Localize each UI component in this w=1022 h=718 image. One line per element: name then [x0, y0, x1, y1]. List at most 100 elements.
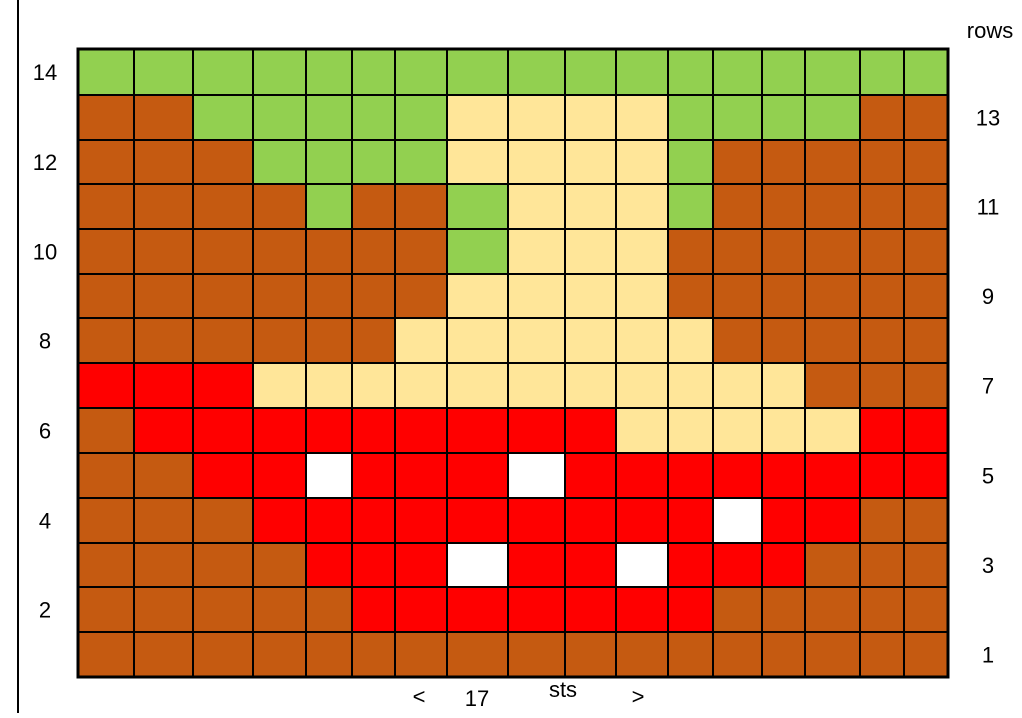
stitch-cell-r14-c15 — [805, 49, 860, 95]
stitch-cell-r3-c10 — [565, 543, 616, 587]
stitch-cell-r7-c16 — [860, 363, 904, 408]
stitch-cell-r11-c16 — [860, 184, 904, 229]
stitch-cell-r3-c4 — [253, 543, 306, 587]
stitch-cell-r5-c12 — [668, 453, 713, 498]
stitch-cell-r7-c11 — [616, 363, 668, 408]
stitch-cell-r12-c6 — [352, 140, 395, 184]
stitch-cell-r9-c5 — [306, 274, 352, 318]
stitch-cell-r4-c2 — [134, 498, 193, 543]
stitch-cell-r9-c3 — [193, 274, 253, 318]
stitch-cell-r9-c11 — [616, 274, 668, 318]
right-row-labels: 131197531 — [976, 106, 1000, 668]
stitch-cell-r1-c6 — [352, 632, 395, 677]
stitch-cell-r13-c12 — [668, 95, 713, 140]
stitch-cell-r5-c4 — [253, 453, 306, 498]
stitch-cell-r6-c9 — [508, 408, 565, 453]
stitch-cell-r6-c12 — [668, 408, 713, 453]
stitch-cell-r12-c9 — [508, 140, 565, 184]
stitch-cell-r8-c12 — [668, 318, 713, 363]
stitch-cell-r12-c4 — [253, 140, 306, 184]
stitch-cell-r9-c7 — [395, 274, 447, 318]
stitch-cell-r1-c12 — [668, 632, 713, 677]
stitch-cell-r1-c16 — [860, 632, 904, 677]
row-label-12: 12 — [33, 150, 57, 175]
stitch-cell-r13-c16 — [860, 95, 904, 140]
stitch-cell-r10-c3 — [193, 229, 253, 274]
stitch-cell-r7-c7 — [395, 363, 447, 408]
stitch-cell-r4-c15 — [805, 498, 860, 543]
stitch-cell-r1-c8 — [447, 632, 508, 677]
stitch-cell-r8-c11 — [616, 318, 668, 363]
stitch-cell-r5-c8 — [447, 453, 508, 498]
stitch-cell-r13-c5 — [306, 95, 352, 140]
stitch-cell-r11-c4 — [253, 184, 306, 229]
stitch-cell-r13-c7 — [395, 95, 447, 140]
stitch-cell-r5-c16 — [860, 453, 904, 498]
stitch-cell-r8-c3 — [193, 318, 253, 363]
stitch-cell-r4-c14 — [762, 498, 805, 543]
stitch-cell-r11-c15 — [805, 184, 860, 229]
stitch-cell-r12-c10 — [565, 140, 616, 184]
stitch-cell-r1-c7 — [395, 632, 447, 677]
stitch-cell-r10-c9 — [508, 229, 565, 274]
stitch-cell-r4-c9 — [508, 498, 565, 543]
stitch-cell-r11-c6 — [352, 184, 395, 229]
stitch-cell-r8-c16 — [860, 318, 904, 363]
stitch-cell-r11-c1 — [78, 184, 134, 229]
stitch-cell-r1-c11 — [616, 632, 668, 677]
stitch-cell-r1-c1 — [78, 632, 134, 677]
row-label-5: 5 — [982, 464, 994, 489]
row-label-13: 13 — [976, 106, 1000, 131]
row-label-14: 14 — [33, 60, 57, 85]
stitch-cell-r14-c14 — [762, 49, 805, 95]
stitch-cell-r7-c1 — [78, 363, 134, 408]
stitch-cell-r7-c12 — [668, 363, 713, 408]
stitch-cell-r12-c5 — [306, 140, 352, 184]
stitch-cell-r14-c12 — [668, 49, 713, 95]
stitch-cell-r3-c5 — [306, 543, 352, 587]
stitch-cell-r14-c3 — [193, 49, 253, 95]
stitch-cell-r2-c11 — [616, 587, 668, 632]
stitch-cell-r1-c2 — [134, 632, 193, 677]
stitch-cell-r4-c8 — [447, 498, 508, 543]
stitch-cell-r1-c3 — [193, 632, 253, 677]
stitch-cell-r4-c4 — [253, 498, 306, 543]
stitch-cell-r11-c7 — [395, 184, 447, 229]
stitch-cell-r2-c1 — [78, 587, 134, 632]
stitch-cell-r7-c6 — [352, 363, 395, 408]
stitch-cell-r4-c12 — [668, 498, 713, 543]
stitch-cell-r13-c1 — [78, 95, 134, 140]
stitch-cell-r6-c5 — [306, 408, 352, 453]
stitch-cell-r7-c15 — [805, 363, 860, 408]
row-label-3: 3 — [982, 553, 994, 578]
stitch-cell-r14-c10 — [565, 49, 616, 95]
stitch-cell-r2-c17 — [904, 587, 948, 632]
stitch-cell-r3-c14 — [762, 543, 805, 587]
stitch-cell-r2-c4 — [253, 587, 306, 632]
stitch-cell-r8-c7 — [395, 318, 447, 363]
stitch-cell-r9-c14 — [762, 274, 805, 318]
stitch-cell-r6-c6 — [352, 408, 395, 453]
stitch-cell-r12-c11 — [616, 140, 668, 184]
stitch-cell-r13-c8 — [447, 95, 508, 140]
stitch-cell-r2-c10 — [565, 587, 616, 632]
stitch-cell-r8-c5 — [306, 318, 352, 363]
stitch-cell-r5-c17 — [904, 453, 948, 498]
stitch-cell-r12-c2 — [134, 140, 193, 184]
stitch-cell-r9-c4 — [253, 274, 306, 318]
stitch-cell-r11-c11 — [616, 184, 668, 229]
stitch-cell-r8-c14 — [762, 318, 805, 363]
stitch-cell-r13-c6 — [352, 95, 395, 140]
stitch-cell-r6-c8 — [447, 408, 508, 453]
stitch-cell-r1-c5 — [306, 632, 352, 677]
stitch-cell-r11-c2 — [134, 184, 193, 229]
stitch-cell-r10-c14 — [762, 229, 805, 274]
stitch-cell-r7-c10 — [565, 363, 616, 408]
stitch-cell-r9-c15 — [805, 274, 860, 318]
stitch-cell-r14-c16 — [860, 49, 904, 95]
stitch-cell-r8-c6 — [352, 318, 395, 363]
stitch-cell-r3-c2 — [134, 543, 193, 587]
stitch-cell-r14-c17 — [904, 49, 948, 95]
stitch-cell-r8-c17 — [904, 318, 948, 363]
